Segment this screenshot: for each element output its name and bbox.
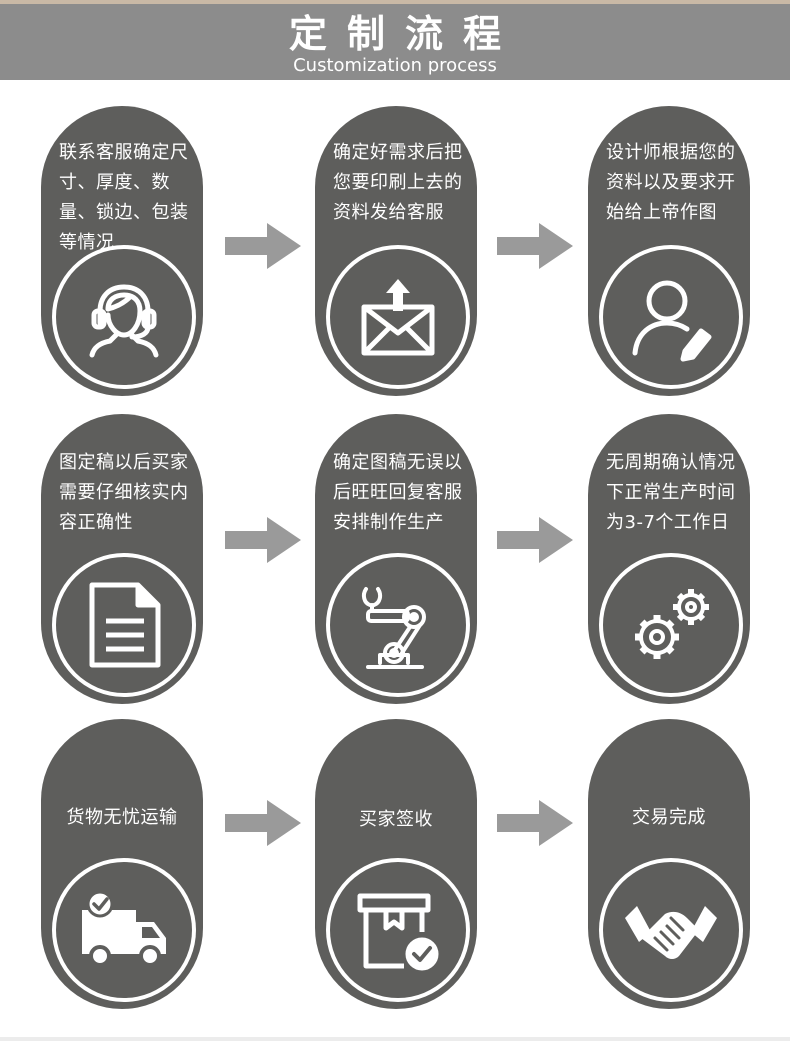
step-icon-circle	[603, 249, 739, 385]
step-text: 无周期确认情况下正常生产时间为3-7个工作日	[606, 452, 736, 533]
upload-mail-icon	[361, 279, 435, 356]
gears-icon	[635, 589, 709, 659]
step-text: 确定图稿无误以后旺旺回复客服安排制作生产	[333, 452, 463, 533]
step-card-production: 确定图稿无误以后旺旺回复客服安排制作生产	[315, 414, 477, 704]
flow-arrow	[225, 800, 301, 846]
step-icon-circle	[56, 862, 192, 998]
step-card-contact-service: 联系客服确定尺寸、厚度、数量、锁边、包装等情况	[41, 106, 203, 396]
robot-arm-icon	[361, 587, 426, 669]
bottom-divider	[0, 1037, 790, 1041]
flow-arrow	[225, 517, 301, 563]
page-header: 定制流程 Customization process	[0, 4, 790, 80]
step-card-shipping: 货物无忧运输	[41, 719, 203, 1009]
flow-arrow	[497, 223, 573, 269]
handshake-icon	[625, 906, 717, 959]
step-icon-circle	[330, 862, 466, 998]
step-card-send-files: 确定好需求后把您要印刷上去的资料发给客服	[315, 106, 477, 396]
step-card-production-time: 无周期确认情况下正常生产时间为3-7个工作日	[588, 414, 750, 704]
step-text: 联系客服确定尺寸、厚度、数量、锁边、包装等情况	[59, 142, 189, 253]
step-icon-circle	[603, 862, 739, 998]
step-icon-circle	[56, 557, 192, 693]
step-icon-circle	[603, 557, 739, 693]
designer-user-edit-icon	[632, 280, 712, 362]
step-icon-circle	[330, 249, 466, 385]
document-icon	[89, 582, 161, 668]
top-accent-line	[0, 0, 790, 4]
step-text: 确定好需求后把您要印刷上去的资料发给客服	[333, 142, 463, 223]
customer-service-headset-icon	[89, 284, 159, 358]
step-card-complete: 交易完成	[588, 719, 750, 1009]
step-icon-circle	[330, 557, 466, 693]
step-text: 货物无忧运输	[66, 807, 178, 828]
step-text: 设计师根据您的资料以及要求开始给上帝作图	[606, 142, 736, 223]
step-text: 图定稿以后买家需要仔细核实内容正确性	[59, 452, 189, 533]
step-text: 买家签收	[359, 809, 433, 830]
delivery-truck-icon	[82, 890, 166, 967]
step-icon-circle	[56, 249, 192, 385]
step-card-design: 设计师根据您的资料以及要求开始给上帝作图	[588, 106, 750, 396]
step-text: 交易完成	[632, 807, 706, 828]
step-card-receive: 买家签收	[315, 719, 477, 1009]
flow-arrow	[497, 517, 573, 563]
step-card-verify: 图定稿以后买家需要仔细核实内容正确性	[41, 414, 203, 704]
package-check-icon	[357, 893, 439, 971]
flow-arrow	[225, 223, 301, 269]
page-title: 定制流程	[288, 12, 521, 56]
page-subtitle: Customization process	[293, 55, 497, 76]
flow-arrow	[497, 800, 573, 846]
